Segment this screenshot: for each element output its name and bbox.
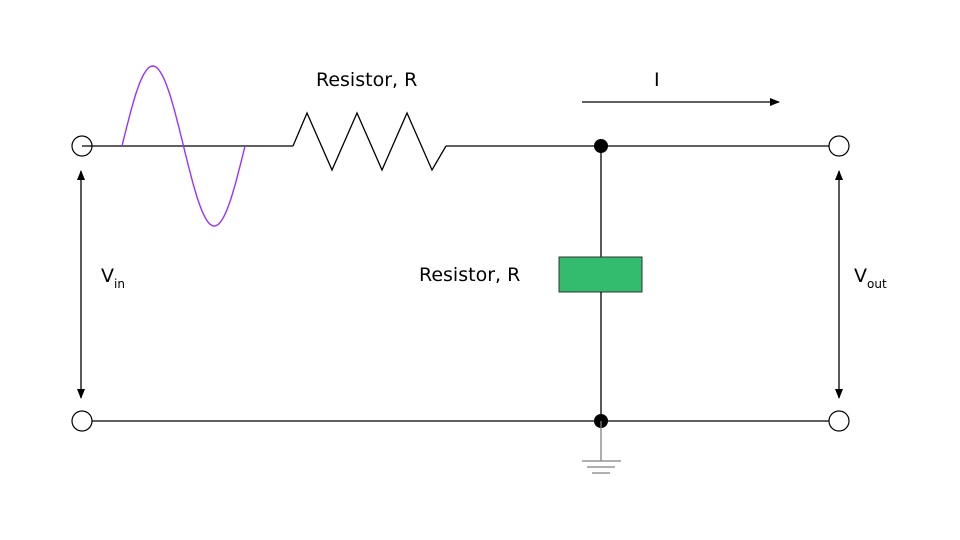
terminal-in-top xyxy=(71,135,93,157)
terminal-in-bottom xyxy=(71,410,93,432)
shunt-resistor xyxy=(558,256,643,293)
current-label: I xyxy=(654,69,660,91)
series-resistor-label: Resistor, R xyxy=(316,69,418,91)
vin-label: Vin xyxy=(101,265,125,291)
ac-source-sine-wave xyxy=(121,65,246,227)
vout-subscript: out xyxy=(867,277,887,291)
terminal-out-bottom xyxy=(828,410,850,432)
series-resistor-zigzag xyxy=(292,111,447,172)
vout-main: V xyxy=(854,265,867,287)
vin-subscript: in xyxy=(114,277,125,291)
vout-label: Vout xyxy=(854,265,887,291)
shunt-resistor-label: Resistor, R xyxy=(419,264,521,286)
junction-node-top xyxy=(594,139,608,153)
vin-main: V xyxy=(101,265,114,287)
terminal-out-top xyxy=(828,135,850,157)
ground-icon xyxy=(582,460,621,474)
